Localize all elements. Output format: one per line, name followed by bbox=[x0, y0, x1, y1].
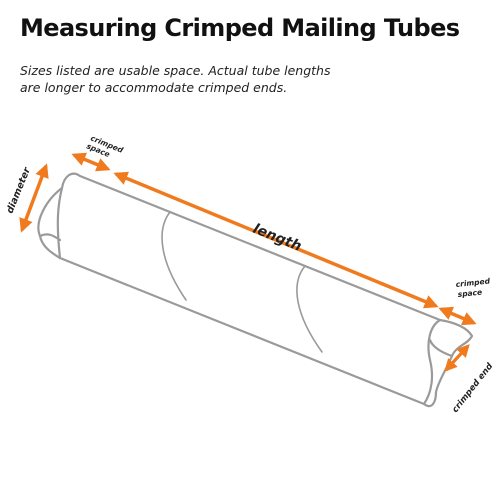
crimped-end-arrow bbox=[444, 344, 470, 372]
left-crimp-fold bbox=[56, 186, 64, 260]
subtitle-line-1: Sizes listed are usable space. Actual tu… bbox=[20, 63, 331, 78]
spiral-seam-2 bbox=[296, 265, 323, 353]
crimped-space-right-label-line-2: space bbox=[457, 287, 482, 299]
subtitle: Sizes listed are usable space. Actual tu… bbox=[20, 62, 460, 96]
crimped-space-right-label-line-1: crimped bbox=[455, 276, 491, 289]
page-title: Measuring Crimped Mailing Tubes bbox=[20, 14, 460, 42]
spiral-seam-1 bbox=[161, 211, 187, 301]
length-label: length bbox=[251, 221, 304, 255]
right-crimp-fold bbox=[428, 338, 454, 358]
right-crimp-opening bbox=[422, 318, 442, 406]
crimped-space-right-arrow bbox=[438, 306, 477, 326]
left-crimp-crease bbox=[38, 233, 62, 242]
crimped-end-label: crimped end bbox=[450, 361, 495, 415]
measurement-arrows bbox=[19, 152, 477, 372]
crimped-space-left-arrow bbox=[71, 152, 111, 172]
mailing-tube bbox=[37, 172, 474, 408]
length-arrow bbox=[113, 171, 439, 309]
diameter-arrow bbox=[19, 163, 49, 233]
tube-outline bbox=[37, 172, 474, 408]
subtitle-line-2: are longer to accommodate crimped ends. bbox=[20, 80, 288, 95]
